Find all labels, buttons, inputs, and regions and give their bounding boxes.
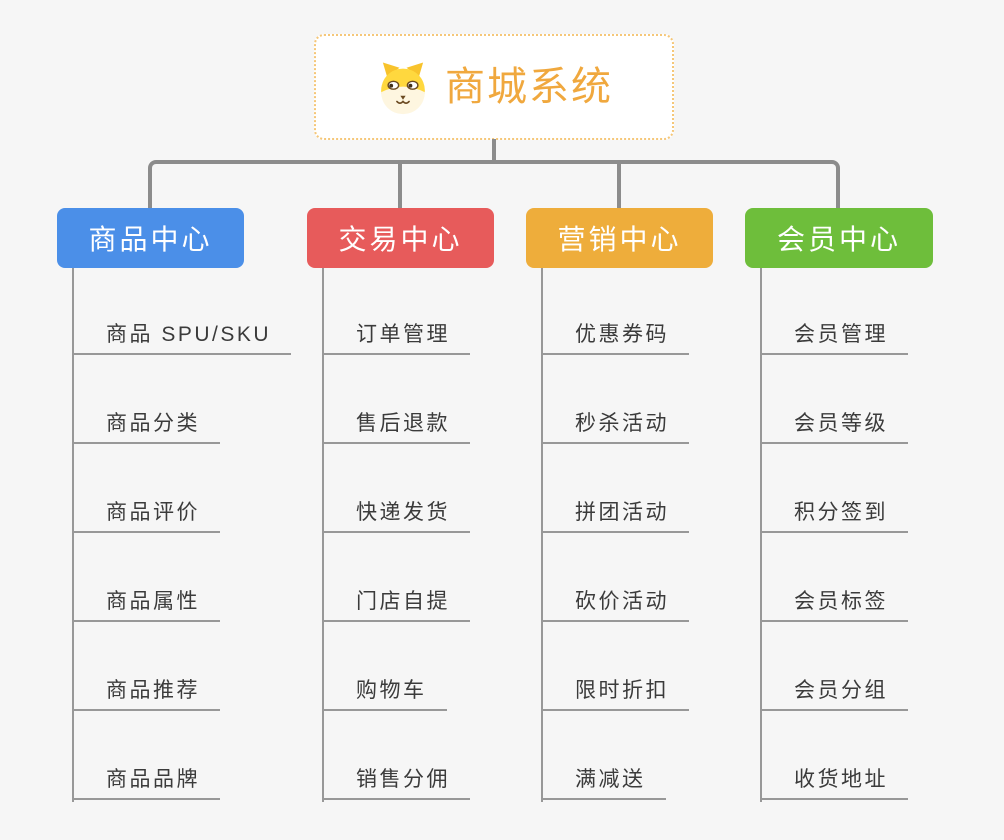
connector-drop-branch-3 [617,160,621,209]
mindmap-item[interactable]: 商品分类 [72,355,220,444]
mindmap-item[interactable]: 商品评价 [72,444,220,533]
mindmap-item[interactable]: 商品品牌 [72,711,220,800]
mindmap-item[interactable]: 销售分佣 [322,711,470,800]
mindmap-item[interactable]: 商品推荐 [72,622,220,711]
branch-node[interactable]: 交易中心 [307,208,494,268]
branch-node[interactable]: 营销中心 [526,208,713,268]
mindmap-item[interactable]: 会员等级 [760,355,908,444]
branch-column-4: 会员中心 会员管理会员等级积分签到会员标签会员分组收货地址 [745,208,933,802]
mindmap-item[interactable]: 售后退款 [322,355,470,444]
mindmap-item[interactable]: 优惠券码 [541,268,689,355]
mindmap-item[interactable]: 门店自提 [322,533,470,622]
branch-item-list: 订单管理售后退款快递发货门店自提购物车销售分佣 [322,268,470,800]
mindmap-item[interactable]: 商品 SPU/SKU [72,268,292,355]
branch-trunk-line [541,268,543,802]
mindmap-item[interactable]: 积分签到 [760,444,908,533]
branch-node[interactable]: 会员中心 [745,208,933,268]
mindmap-item[interactable]: 会员分组 [760,622,908,711]
root-node[interactable]: 商城系统 [314,34,674,140]
mindmap-item[interactable]: 收货地址 [760,711,908,800]
branch-item-list: 会员管理会员等级积分签到会员标签会员分组收货地址 [760,268,908,800]
mindmap-item[interactable]: 拼团活动 [541,444,689,533]
branch-trunk-line [760,268,762,802]
branch-item-list: 优惠券码秒杀活动拼团活动砍价活动限时折扣满减送 [541,268,689,800]
connector-drop-branch-2 [398,160,402,209]
mindmap-item[interactable]: 秒杀活动 [541,355,689,444]
branch-node[interactable]: 商品中心 [57,208,244,268]
mindmap-item[interactable]: 商品属性 [72,533,220,622]
connector-elbow-right [494,160,840,209]
mindmap-item[interactable]: 限时折扣 [541,622,689,711]
root-node-title: 商城系统 [445,65,613,109]
mindmap-item[interactable]: 订单管理 [322,268,470,355]
mindmap-item[interactable]: 会员标签 [760,533,908,622]
branch-column-3: 营销中心 优惠券码秒杀活动拼团活动砍价活动限时折扣满减送 [526,208,713,802]
connector-root-stub [492,139,496,164]
connector-elbow-left [148,160,494,209]
mindmap-item[interactable]: 砍价活动 [541,533,689,622]
branch-trunk-line [72,268,74,802]
dog-icon [381,62,425,115]
branch-column-2: 交易中心 订单管理售后退款快递发货门店自提购物车销售分佣 [307,208,494,802]
mindmap-item[interactable]: 购物车 [322,622,447,711]
branch-trunk-line [322,268,324,802]
mindmap-item[interactable]: 会员管理 [760,268,908,355]
mindmap-item[interactable]: 满减送 [541,711,666,800]
mindmap-item[interactable]: 快递发货 [322,444,470,533]
